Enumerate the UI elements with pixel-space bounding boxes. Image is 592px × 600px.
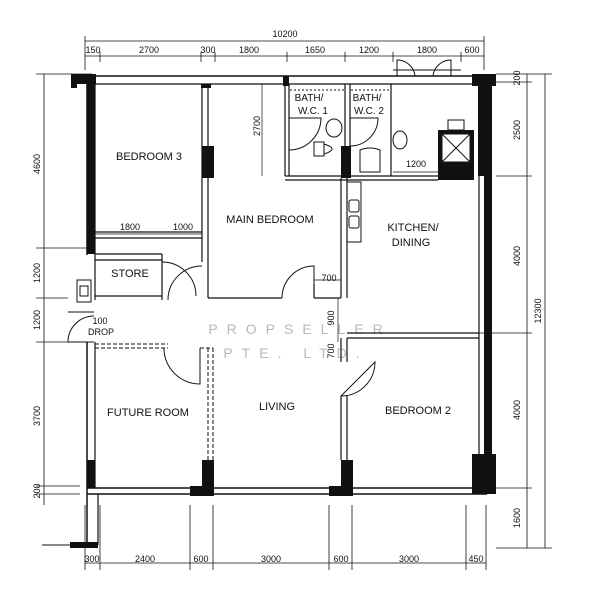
wall-columns bbox=[70, 74, 496, 548]
bottom-dimension-labels: 300 2400 600 3000 600 3000 450 bbox=[84, 554, 483, 564]
label-bedroom3: BEDROOM 3 bbox=[116, 151, 182, 163]
dim-right-1: 2500 bbox=[512, 120, 522, 140]
label-bath1-line1: BATH/ bbox=[295, 93, 324, 104]
dim-top-0: 150 bbox=[85, 45, 100, 55]
watermark-line1: PROPSELLER bbox=[208, 321, 391, 337]
bath1-door bbox=[288, 117, 322, 151]
watermark: PROPSELLER PTE. LTD. bbox=[208, 321, 391, 361]
dim-bottom-2: 600 bbox=[193, 554, 208, 564]
inner-dimension-labels: 2700 1800 1000 1200 700 900 700 100 bbox=[92, 116, 426, 359]
label-store: STORE bbox=[111, 268, 149, 280]
future-room-door bbox=[163, 347, 201, 385]
dim-left-1: 1200 bbox=[32, 263, 42, 283]
dim-top-7: 600 bbox=[464, 45, 479, 55]
label-living: LIVING bbox=[259, 401, 295, 413]
dim-right-3: 4000 bbox=[512, 400, 522, 420]
refuse-drop bbox=[68, 279, 94, 343]
top-dimension-labels: 150 2700 300 1800 1650 1200 1800 600 bbox=[85, 45, 479, 55]
dim-bottom-4: 600 bbox=[333, 554, 348, 564]
right-dimension-labels: 200 2500 4000 4000 1600 12300 bbox=[512, 70, 543, 528]
bath1-toilet bbox=[313, 141, 333, 157]
label-main-bedroom: MAIN BEDROOM bbox=[226, 214, 313, 226]
dim-b3-right: 1000 bbox=[173, 222, 193, 232]
dim-bottom-3: 3000 bbox=[261, 554, 281, 564]
dim-top-3: 1800 bbox=[239, 45, 259, 55]
dim-top-4: 1650 bbox=[305, 45, 325, 55]
dim-bottom-6: 450 bbox=[468, 554, 483, 564]
dim-right-0: 200 bbox=[512, 70, 522, 85]
bedroom2-door bbox=[340, 360, 376, 397]
left-dimension-labels: 4600 1200 1200 3700 200 bbox=[32, 154, 42, 499]
dim-living-700: 700 bbox=[321, 273, 336, 283]
dim-drop-100: 100 bbox=[92, 316, 107, 326]
bedroom3-door bbox=[167, 265, 203, 301]
inner-dimension-lines bbox=[95, 84, 438, 342]
watermark-line2: PTE. LTD. bbox=[223, 345, 368, 361]
label-drop: DROP bbox=[88, 327, 114, 337]
label-kitchen-line2: DINING bbox=[392, 237, 431, 249]
label-kitchen-line1: KITCHEN/ bbox=[387, 222, 439, 234]
doors bbox=[67, 59, 461, 397]
dim-top-1: 2700 bbox=[139, 45, 159, 55]
bottom-dimension-lines bbox=[84, 505, 487, 570]
label-bedroom2: BEDROOM 2 bbox=[385, 405, 451, 417]
top-dimension-lines bbox=[84, 36, 485, 70]
dim-bottom-1: 2400 bbox=[135, 554, 155, 564]
dim-right-2: 4000 bbox=[512, 246, 522, 266]
dim-top-5: 1200 bbox=[359, 45, 379, 55]
left-dimension-lines bbox=[36, 73, 92, 505]
label-bath2-line2: W.C. 2 bbox=[354, 106, 384, 117]
dim-left-4: 200 bbox=[32, 483, 42, 498]
balcony-door bbox=[396, 59, 452, 77]
dim-left-2: 1200 bbox=[32, 310, 42, 330]
kitchen-fixtures bbox=[346, 181, 362, 243]
dim-living-900: 900 bbox=[326, 310, 336, 325]
bath2-toilet bbox=[359, 147, 381, 173]
dim-kitchen-1200: 1200 bbox=[406, 159, 426, 169]
dim-living-700b: 700 bbox=[326, 343, 336, 358]
bath1-basin bbox=[325, 118, 343, 138]
dim-bottom-5: 3000 bbox=[399, 554, 419, 564]
dim-bottom-0: 300 bbox=[84, 554, 99, 564]
label-bath2-line1: BATH/ bbox=[353, 93, 382, 104]
interior-walls bbox=[95, 84, 479, 460]
dim-left-0: 4600 bbox=[32, 154, 42, 174]
dim-top-6: 1800 bbox=[417, 45, 437, 55]
dim-right-total: 12300 bbox=[533, 298, 543, 323]
drop-door bbox=[67, 315, 95, 343]
outer-walls bbox=[42, 75, 488, 546]
room-labels: BEDROOM 3 MAIN BEDROOM BATH/ W.C. 1 BATH… bbox=[88, 93, 451, 419]
bath2-door bbox=[349, 117, 379, 147]
dim-bath-height: 2700 bbox=[252, 116, 262, 136]
right-dimension-lines bbox=[478, 73, 552, 549]
label-future-room: FUTURE ROOM bbox=[107, 407, 189, 419]
store-door bbox=[161, 261, 197, 297]
shelter-block bbox=[438, 86, 484, 180]
label-bath1-line2: W.C. 1 bbox=[298, 106, 328, 117]
dim-left-3: 3700 bbox=[32, 406, 42, 426]
dim-top-total: 10200 bbox=[272, 29, 297, 39]
dim-right-4: 1600 bbox=[512, 508, 522, 528]
bath2-basin bbox=[392, 130, 408, 150]
bath-fixtures bbox=[290, 89, 408, 173]
dim-b3-left: 1800 bbox=[120, 222, 140, 232]
main-bedroom-door bbox=[281, 265, 315, 299]
dim-top-2: 300 bbox=[200, 45, 215, 55]
future-room-dashed-walls bbox=[95, 343, 214, 460]
